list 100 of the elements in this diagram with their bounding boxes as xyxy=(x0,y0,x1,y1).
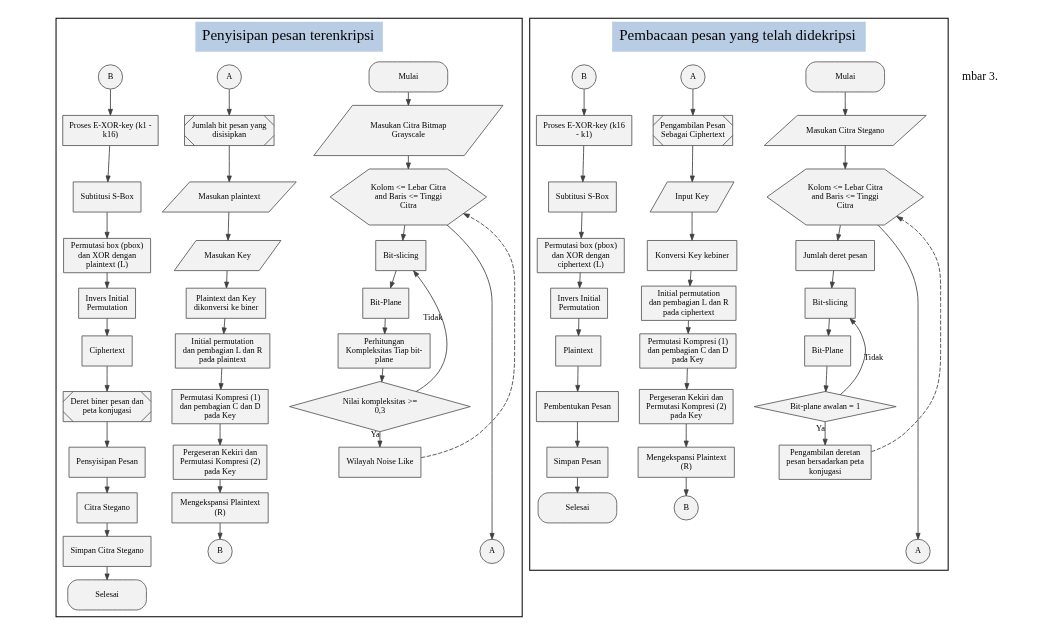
node-box: Mulai xyxy=(368,61,449,93)
arrow xyxy=(683,423,689,448)
node-box: Mengekspansi Plaintext (R) xyxy=(637,446,735,478)
arrow xyxy=(217,479,223,493)
node-box: Bit-slicing xyxy=(804,287,856,319)
arrow xyxy=(217,522,223,540)
node-box: Perhitungan Kompleksitas Tiap bit-plane xyxy=(337,333,431,369)
node-circle: A xyxy=(216,64,242,90)
node-box: Pergeseran Kekiri dan Permutasi Kompresi (2) pada Key xyxy=(172,444,268,480)
node-box: Simpan Citra Stegano xyxy=(62,535,152,567)
arrow xyxy=(577,272,583,289)
node-box: Bit-Plane xyxy=(362,287,410,319)
arrow xyxy=(842,91,848,116)
arrow xyxy=(218,367,224,390)
node-box: Mulai xyxy=(805,61,885,93)
arrow xyxy=(687,270,693,287)
node-box: Pembentukan Pesan xyxy=(536,391,619,423)
node-box: Plaintext xyxy=(555,335,602,367)
arrow xyxy=(580,145,586,183)
node-circle: A xyxy=(479,538,505,564)
arrow xyxy=(826,317,832,337)
arrow xyxy=(689,145,695,183)
arrow xyxy=(839,318,866,396)
arrow xyxy=(574,477,580,494)
arrow xyxy=(226,145,232,183)
node-box: Selesai xyxy=(67,579,147,611)
arrow xyxy=(104,477,110,494)
node-box: Bit-slicing xyxy=(375,240,427,272)
arrow xyxy=(446,224,495,540)
arrow xyxy=(685,320,691,334)
arrow xyxy=(405,91,411,106)
node-box: Jumlah deret pesan xyxy=(795,240,875,272)
node-box: Mengekspansi Plaintext (R) xyxy=(171,492,269,524)
node-box: Subtitusi S-Box xyxy=(72,181,142,213)
arrow xyxy=(379,367,385,383)
label: mbar 3. xyxy=(962,70,998,84)
node-box: Pengambilan deretan pesan bersadarkan peta konjugasi xyxy=(778,444,872,480)
arrow xyxy=(836,224,842,241)
arrow xyxy=(683,477,689,497)
node-circle: A xyxy=(680,64,706,90)
arrow xyxy=(389,270,397,289)
node-circle: A xyxy=(905,538,931,564)
arrow xyxy=(413,270,448,392)
node-box: Pensyisipan Pesan xyxy=(68,446,146,478)
arrow xyxy=(684,367,690,390)
arrow xyxy=(377,431,383,448)
node-box: Simpan Pesan xyxy=(546,446,609,478)
arrow xyxy=(104,211,110,239)
edge-label: Tidak xyxy=(864,353,884,363)
arrow xyxy=(842,145,848,170)
edge-label: Tidak xyxy=(423,312,443,322)
arrow xyxy=(405,155,411,170)
edge-label: Ya xyxy=(816,423,825,433)
node-box: Bit-Plane xyxy=(804,335,852,367)
arrow xyxy=(870,216,942,453)
node-diamond: Bit-plane awalan = 1 xyxy=(753,391,897,423)
node-box: Proses E-XOR-key (k1 - k16) xyxy=(62,115,159,146)
arrow xyxy=(104,365,110,392)
node-box: Invers Initial Permutation xyxy=(78,287,136,319)
arrow xyxy=(576,317,582,337)
arrow xyxy=(225,211,231,241)
node-box: Permutasi box (pbox) dan XOR dengan ciphertext (L) xyxy=(536,237,625,274)
arrow xyxy=(689,211,695,241)
node-box: Permutasi Kompresi (1) dan pembagian C dan D pada Key xyxy=(639,333,737,369)
arrow xyxy=(104,566,110,581)
arrow xyxy=(574,421,580,448)
node-circle: B xyxy=(207,538,233,564)
arrow xyxy=(107,88,113,116)
node-box: Initial permutation dan pembagian L dan R pada plaintext xyxy=(174,333,271,369)
arrow xyxy=(104,317,110,337)
node-box: Proses E-XOR-key (k16 - k1) xyxy=(536,115,633,146)
node-box: Ciphertext xyxy=(81,335,133,367)
node-box: Invers Initial Permutation xyxy=(550,287,608,319)
arrow xyxy=(226,88,232,116)
node-circle: B xyxy=(571,64,597,90)
arrow xyxy=(690,88,696,116)
node-box: Pergeseran Kekiri dan Permutasi Kompresi (2) pada Key xyxy=(638,389,734,425)
node-box: Citra Stegano xyxy=(76,492,138,524)
node-box: Permutasi box (pbox) dan XOR dengan plaintext (L) xyxy=(63,237,152,274)
arrow xyxy=(401,224,406,241)
arrow xyxy=(575,365,581,392)
node-box: Konversi Key kebiner xyxy=(646,240,738,272)
node-box: Wilayah Noise Like xyxy=(338,446,422,478)
arrow xyxy=(420,213,516,459)
arrow xyxy=(829,270,835,289)
arrow xyxy=(382,317,388,335)
node-box: Plaintext dan Key dikonversi ke biner xyxy=(185,287,267,319)
node-box: Initial permutation dan pembagian L dan R pada ciphertext xyxy=(641,285,737,321)
arrow xyxy=(822,421,828,446)
node-box: Selesai xyxy=(537,492,618,524)
node-circle: B xyxy=(97,64,123,90)
node-box: Subtitusi S-Box xyxy=(548,181,617,213)
arrow xyxy=(877,224,921,540)
node-circle: B xyxy=(673,495,699,521)
arrow xyxy=(104,522,110,537)
node-box: Permutasi Kompresi (1) dan pembagian C dan D pada Key xyxy=(171,389,269,425)
arrow xyxy=(581,88,587,116)
arrow xyxy=(823,365,829,393)
arrow xyxy=(105,145,111,183)
arrow xyxy=(217,423,223,446)
